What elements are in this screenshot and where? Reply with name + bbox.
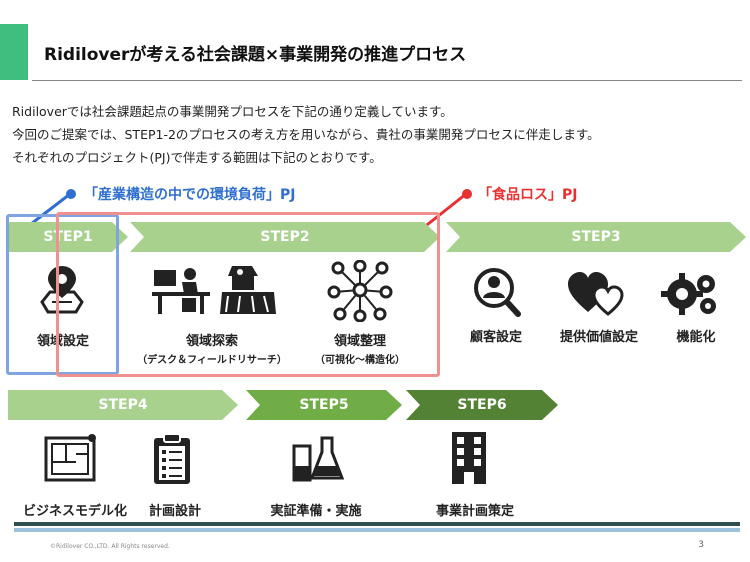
step5-label: STEP5	[299, 397, 349, 413]
blueprint-icon	[44, 434, 96, 482]
customer-search-icon	[474, 268, 521, 317]
intro-line-1: Ridiloverでは社会課題起点の事業開発プロセスを下記の通り定義しています。	[12, 104, 453, 119]
step6-chevron: STEP6	[406, 390, 558, 420]
step3-chevron: STEP3	[446, 222, 746, 252]
step4-chevron: STEP4	[8, 390, 238, 420]
intro-line-2: 今回のご提案では、STEP1-2のプロセスの考え方を用いながら、貴社の事業開発プ…	[12, 127, 600, 142]
footer-rule-light	[14, 528, 740, 532]
customer-setting-label: 顧客設定	[469, 330, 522, 345]
domain-research-sub: （デスク＆フィールドリサーチ）	[137, 355, 287, 366]
item-customer-setting: 顧客設定	[456, 326, 536, 345]
intro-line-3: それぞれのプロジェクト(PJ)で伴走する範囲は下記のとおりです。	[12, 150, 382, 165]
item-validation-prep: 実証準備・実施	[256, 500, 376, 519]
domain-organize-sub: （可視化～構造化）	[315, 355, 405, 366]
desk-research-icon	[152, 268, 210, 314]
business-model-label: ビジネスモデル化	[22, 504, 127, 519]
plan-design-label: 計画設計	[148, 504, 201, 519]
page-number: 3	[698, 540, 704, 550]
domain-research-label: 領域探索	[185, 334, 238, 349]
step1-label: STEP1	[43, 229, 93, 245]
step4-label: STEP4	[98, 397, 148, 413]
item-domain-research: 領域探索 （デスク＆フィールドリサーチ）	[132, 330, 292, 366]
step5-chevron: STEP5	[246, 390, 402, 420]
page-title: Ridiloverが考える社会課題×事業開発の推進プロセス	[44, 45, 467, 65]
red-pj-label: 「食品ロス」PJ	[478, 187, 578, 203]
clipboard-icon	[154, 433, 190, 484]
footer-rule-dark	[14, 522, 740, 526]
copyright-text: ©Ridilover CO.,LTD. All Rights reserved.	[50, 543, 170, 550]
item-domain-organize: 領域整理 （可視化～構造化）	[300, 330, 420, 366]
red-pj-scope-frame	[56, 212, 440, 377]
business-plan-label: 事業計画策定	[435, 504, 514, 519]
value-setting-label: 提供価値設定	[559, 330, 638, 345]
title-divider	[32, 80, 742, 81]
intro-text: Ridiloverでは社会課題起点の事業開発プロセスを下記の通り定義しています。…	[12, 100, 600, 169]
item-business-model: ビジネスモデル化	[10, 500, 140, 519]
step2-chevron: STEP2	[130, 222, 440, 252]
blue-pj-scope-frame	[6, 214, 119, 375]
title-accent-bar	[0, 24, 28, 80]
item-business-plan: 事業計画策定	[420, 500, 530, 519]
item-value-setting: 提供価値設定	[544, 326, 654, 345]
function-label: 機能化	[676, 330, 716, 345]
blue-pj-label: 「産業構造の中での環境負荷」PJ	[84, 187, 296, 203]
domain-organize-label: 領域整理	[333, 334, 386, 349]
office-building-icon	[452, 432, 486, 484]
step1-chevron: STEP1	[8, 222, 128, 252]
item-plan-design: 計画設計	[132, 500, 218, 519]
blue-pj-dot	[66, 189, 76, 199]
lab-flask-icon	[292, 436, 344, 482]
step2-label: STEP2	[260, 229, 310, 245]
validation-prep-label: 実証準備・実施	[270, 504, 362, 519]
step6-label: STEP6	[457, 397, 507, 413]
map-pin-icon	[40, 266, 84, 314]
red-pj-dot	[462, 189, 472, 199]
domain-setting-label: 領域設定	[36, 334, 89, 349]
item-domain-setting: 領域設定	[18, 330, 108, 349]
step3-label: STEP3	[571, 229, 621, 245]
gears-icon	[661, 273, 716, 315]
hearts-icon	[568, 272, 624, 316]
network-icon	[327, 260, 393, 322]
field-research-icon	[220, 266, 276, 314]
item-function: 機能化	[656, 326, 736, 345]
